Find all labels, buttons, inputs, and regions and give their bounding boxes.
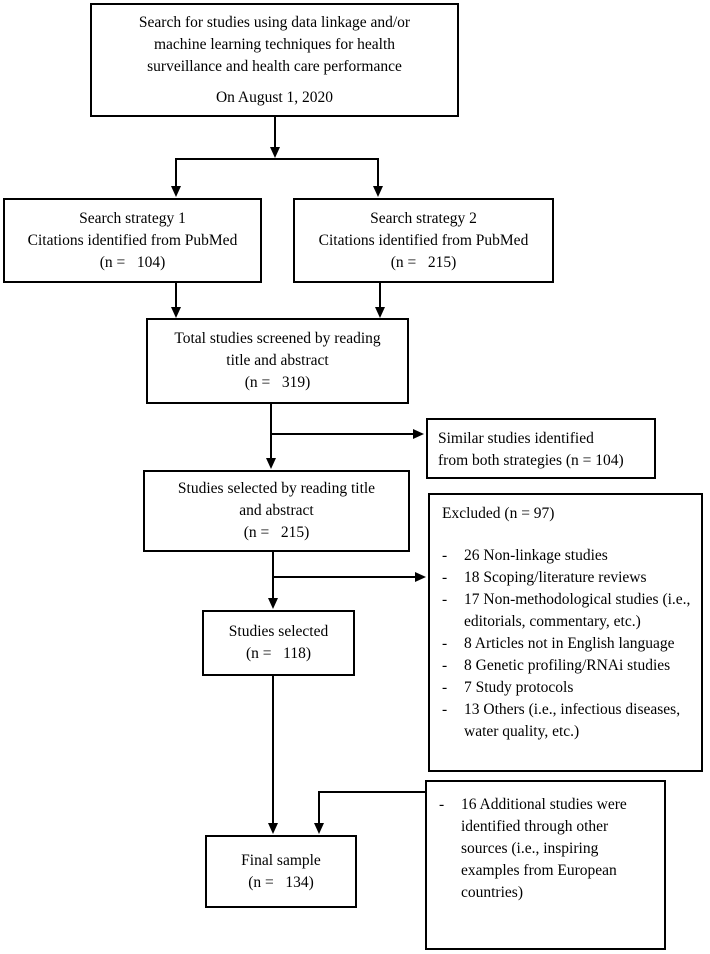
strategy2-text: Search strategy 2 Citations identified f… bbox=[318, 209, 529, 271]
connector-additional-vertical bbox=[318, 791, 320, 823]
additional-item-text: 16 Additional studies were identified th… bbox=[461, 796, 627, 901]
excluded-item-text: 8 Genetic profiling/RNAi studies bbox=[464, 657, 671, 674]
connector-strategy2-total bbox=[379, 283, 381, 307]
strategy2-box: Search strategy 2 Citations identified f… bbox=[293, 198, 554, 283]
search-source-text: Search for studies using data linkage an… bbox=[138, 13, 411, 75]
arrowhead-excluded-icon bbox=[415, 572, 426, 582]
arrowhead-final-right-icon bbox=[314, 823, 324, 834]
selected-title-abstract-box: Studies selected by reading title and ab… bbox=[143, 470, 410, 552]
similar-studies-box: Similar studies identified from both str… bbox=[426, 418, 656, 479]
connector-branch-similar bbox=[270, 433, 413, 435]
excluded-item: - 13 Others (i.e., infectious diseases, … bbox=[440, 699, 695, 743]
connector-strategy1-total bbox=[175, 283, 177, 307]
connector-split-left bbox=[175, 158, 177, 186]
excluded-item-text: 13 Others (i.e., infectious diseases, wa… bbox=[464, 701, 681, 740]
similar-studies-text: Similar studies identified from both str… bbox=[438, 430, 624, 469]
excluded-item-text: 26 Non-linkage studies bbox=[464, 547, 608, 564]
connector-split-bar bbox=[175, 158, 379, 160]
arrowhead-total-right-icon bbox=[375, 307, 385, 318]
studies-selected-box: Studies selected (n = 118) bbox=[202, 610, 355, 676]
connector-selectedtitle-selected bbox=[272, 552, 274, 598]
dash-bullet: - bbox=[439, 796, 445, 813]
connector-total-selected bbox=[270, 404, 272, 458]
connector-top-vertical bbox=[274, 117, 276, 147]
connector-split-right bbox=[377, 158, 379, 186]
final-sample-box: Final sample (n = 134) bbox=[205, 835, 357, 908]
arrowhead-similar-icon bbox=[413, 429, 424, 439]
additional-item: - 16 Additional studies were identified … bbox=[437, 794, 658, 904]
dash-bullet: - bbox=[442, 547, 448, 564]
connector-branch-excluded bbox=[272, 576, 415, 578]
excluded-item-text: 17 Non-methodological studies (i.e., edi… bbox=[464, 591, 691, 630]
dash-bullet: - bbox=[442, 569, 448, 586]
connector-additional-horizontal bbox=[318, 791, 425, 793]
dash-bullet: - bbox=[442, 657, 448, 674]
total-screened-text: Total studies screened by reading title … bbox=[174, 330, 381, 391]
excluded-title: Excluded (n = 97) bbox=[442, 505, 555, 522]
connector-selected-final bbox=[272, 676, 274, 823]
excluded-item: - 17 Non-methodological studies (i.e., e… bbox=[440, 589, 695, 633]
excluded-item: - 7 Study protocols bbox=[440, 677, 695, 699]
excluded-item: - 26 Non-linkage studies bbox=[440, 545, 695, 567]
arrowhead-selected-icon bbox=[268, 598, 278, 609]
excluded-item: - 8 Articles not in English language bbox=[440, 633, 695, 655]
total-screened-box: Total studies screened by reading title … bbox=[146, 318, 409, 404]
search-source-box: Search for studies using data linkage an… bbox=[90, 3, 459, 117]
excluded-item-text: 7 Study protocols bbox=[464, 679, 574, 696]
dash-bullet: - bbox=[442, 635, 448, 652]
search-date-text: On August 1, 2020 bbox=[215, 88, 334, 106]
dash-bullet: - bbox=[442, 591, 448, 608]
arrowhead-total-left-icon bbox=[171, 307, 181, 318]
arrowhead-strategy1-icon bbox=[171, 186, 181, 197]
excluded-box: Excluded (n = 97) - 26 Non-linkage studi… bbox=[428, 493, 703, 772]
additional-studies-box: - 16 Additional studies were identified … bbox=[425, 780, 666, 950]
strategy1-text: Search strategy 1 Citations identified f… bbox=[27, 209, 238, 271]
arrowhead-top-split-icon bbox=[270, 147, 280, 158]
excluded-item-text: 18 Scoping/literature reviews bbox=[464, 569, 647, 586]
excluded-item: - 18 Scoping/literature reviews bbox=[440, 567, 695, 589]
dash-bullet: - bbox=[442, 701, 448, 718]
arrowhead-selected-title-icon bbox=[266, 458, 276, 469]
excluded-item: - 8 Genetic profiling/RNAi studies bbox=[440, 655, 695, 677]
strategy1-box: Search strategy 1 Citations identified f… bbox=[3, 198, 262, 283]
studies-selected-text: Studies selected (n = 118) bbox=[228, 623, 329, 662]
arrowhead-strategy2-icon bbox=[373, 186, 383, 197]
excluded-item-text: 8 Articles not in English language bbox=[464, 635, 675, 652]
dash-bullet: - bbox=[442, 679, 448, 696]
arrowhead-final-left-icon bbox=[268, 823, 278, 834]
selected-title-abstract-text: Studies selected by reading title and ab… bbox=[177, 480, 376, 541]
final-sample-text: Final sample (n = 134) bbox=[241, 851, 321, 891]
